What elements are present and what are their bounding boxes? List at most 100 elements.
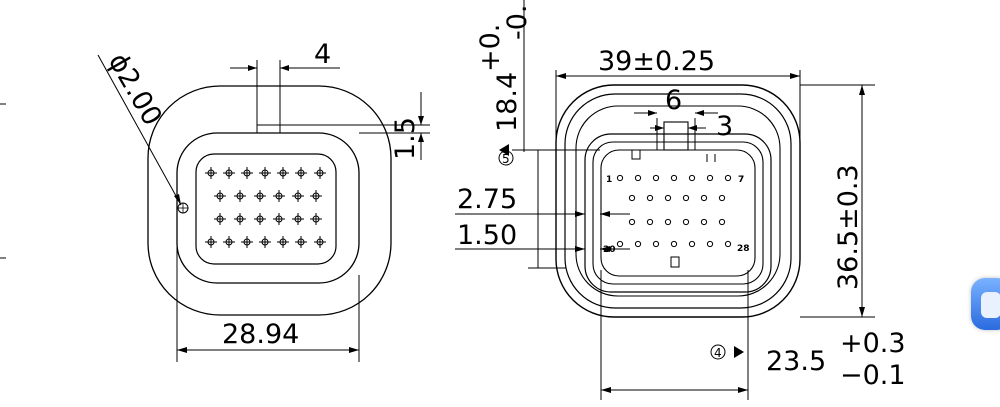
callout-4-label: 4 xyxy=(714,346,722,360)
pin-label-20: 20 xyxy=(603,245,616,255)
dim-18-4-tol-plus: +0. xyxy=(475,24,506,72)
dim-2-75-label: 2.75 xyxy=(457,184,517,215)
dim-18-4-tol-minus: -0. xyxy=(502,4,533,40)
pin-icon xyxy=(664,194,672,202)
pin-icon xyxy=(700,194,708,202)
dim-1-5: 1.5 xyxy=(280,92,430,160)
pin-icon xyxy=(241,236,253,248)
dim-1-5-label: 1.5 xyxy=(390,117,421,160)
dim-28-94-label: 28.94 xyxy=(222,319,299,350)
pin-icon xyxy=(664,218,672,226)
pin-icon xyxy=(706,240,714,248)
pin-icon xyxy=(277,167,289,179)
dim-23-5-tol-minus: −0.1 xyxy=(840,360,906,391)
callout-4-icon xyxy=(710,344,726,360)
dim-4-label: 4 xyxy=(314,39,331,70)
pin-icon xyxy=(724,240,732,248)
pin-icon xyxy=(682,194,690,202)
dim-6-label: 6 xyxy=(665,85,682,116)
dim-2-75: 2.75 xyxy=(455,184,630,217)
pin-icon xyxy=(652,174,660,182)
pin-icon xyxy=(634,240,642,248)
assistant-icon xyxy=(981,292,1000,318)
pin-icon xyxy=(259,236,271,248)
pin-label-7: 7 xyxy=(738,175,744,185)
pin-icon xyxy=(718,218,726,226)
pin-icon xyxy=(688,174,696,182)
pin-icon xyxy=(214,190,226,202)
callout-5-label: 5 xyxy=(502,152,510,166)
pin-icon xyxy=(292,213,304,225)
pin-icon xyxy=(670,174,678,182)
right-inner-frame xyxy=(584,133,772,293)
dim-36-5-label: 36.5±0.3 xyxy=(833,164,864,290)
pin-icon xyxy=(254,213,266,225)
pin-icon xyxy=(652,240,660,248)
pin-icon xyxy=(706,174,714,182)
pin-icon xyxy=(241,167,253,179)
dim-18-4: 18.4 +0. -0. xyxy=(475,0,533,152)
pin-icon xyxy=(314,167,326,179)
pin-icon xyxy=(310,213,322,225)
pin-icon xyxy=(295,236,307,248)
pin-icon xyxy=(634,174,642,182)
dim-18-4-label: 18.4 xyxy=(492,72,523,132)
pin-icon xyxy=(616,174,624,182)
pin-icon xyxy=(254,190,266,202)
pin-icon xyxy=(688,240,696,248)
dim-phi-label: ϕ2.00 xyxy=(102,48,168,131)
pin-icon xyxy=(234,213,246,225)
dim-3-label: 3 xyxy=(716,111,733,142)
callout-4: 4 xyxy=(710,344,744,360)
pin-icon xyxy=(277,236,289,248)
pin-icon xyxy=(700,218,708,226)
pin-icon xyxy=(310,190,322,202)
dim-1-50: 1.50 xyxy=(455,150,630,269)
dim-39: 39±0.25 xyxy=(555,46,801,172)
dim-3: 3 xyxy=(650,111,733,142)
pin-label-28: 28 xyxy=(737,244,750,254)
pin-icon xyxy=(205,236,217,248)
dim-36-5: 36.5±0.3 xyxy=(800,84,875,318)
assistant-widget[interactable] xyxy=(971,278,1000,330)
dim-23-5-tol-plus: +0.3 xyxy=(840,328,906,359)
dim-6: 6 xyxy=(634,85,718,116)
pin-icon xyxy=(273,190,285,202)
pin-icon xyxy=(223,236,235,248)
pin-icon xyxy=(295,167,307,179)
left-connector-view: 4 1.5 ϕ2.00 28.94 xyxy=(97,39,430,362)
pin-icon xyxy=(646,194,654,202)
right-outer-housing xyxy=(555,84,801,318)
pin-icon xyxy=(259,167,271,179)
pin-icon xyxy=(234,190,246,202)
dim-23-5: 23.5 +0.3 −0.1 xyxy=(600,270,906,400)
pin-icon xyxy=(682,218,690,226)
pin-icon xyxy=(223,167,235,179)
dim-28-94: 28.94 xyxy=(176,200,360,362)
pin-icon xyxy=(214,213,226,225)
pin-icon xyxy=(646,218,654,226)
dim-4: 4 xyxy=(230,39,340,71)
pin-icon xyxy=(273,213,285,225)
pin-icon xyxy=(205,167,217,179)
pin-icon xyxy=(670,240,678,248)
pin-icon xyxy=(724,174,732,182)
pin-icon xyxy=(718,194,726,202)
left-outer-housing xyxy=(147,85,392,316)
pin-label-1: 1 xyxy=(606,175,612,185)
dim-39-label: 39±0.25 xyxy=(598,46,715,77)
right-connector-view: 18.4 +0. -0. 39±0.25 6 3 xyxy=(455,0,906,400)
pin-icon xyxy=(616,240,624,248)
left-pin-insert xyxy=(195,153,337,265)
pin-icon xyxy=(628,218,636,226)
dim-1-50-label: 1.50 xyxy=(457,220,517,251)
right-pin-array xyxy=(616,174,732,248)
pin-icon xyxy=(628,194,636,202)
dim-23-5-label: 23.5 xyxy=(766,346,826,377)
pin-icon xyxy=(292,190,304,202)
left-pin-array xyxy=(205,167,326,248)
callout-5: 5 xyxy=(498,144,600,166)
dim-phi: ϕ2.00 xyxy=(97,48,189,214)
pin-icon xyxy=(314,236,326,248)
